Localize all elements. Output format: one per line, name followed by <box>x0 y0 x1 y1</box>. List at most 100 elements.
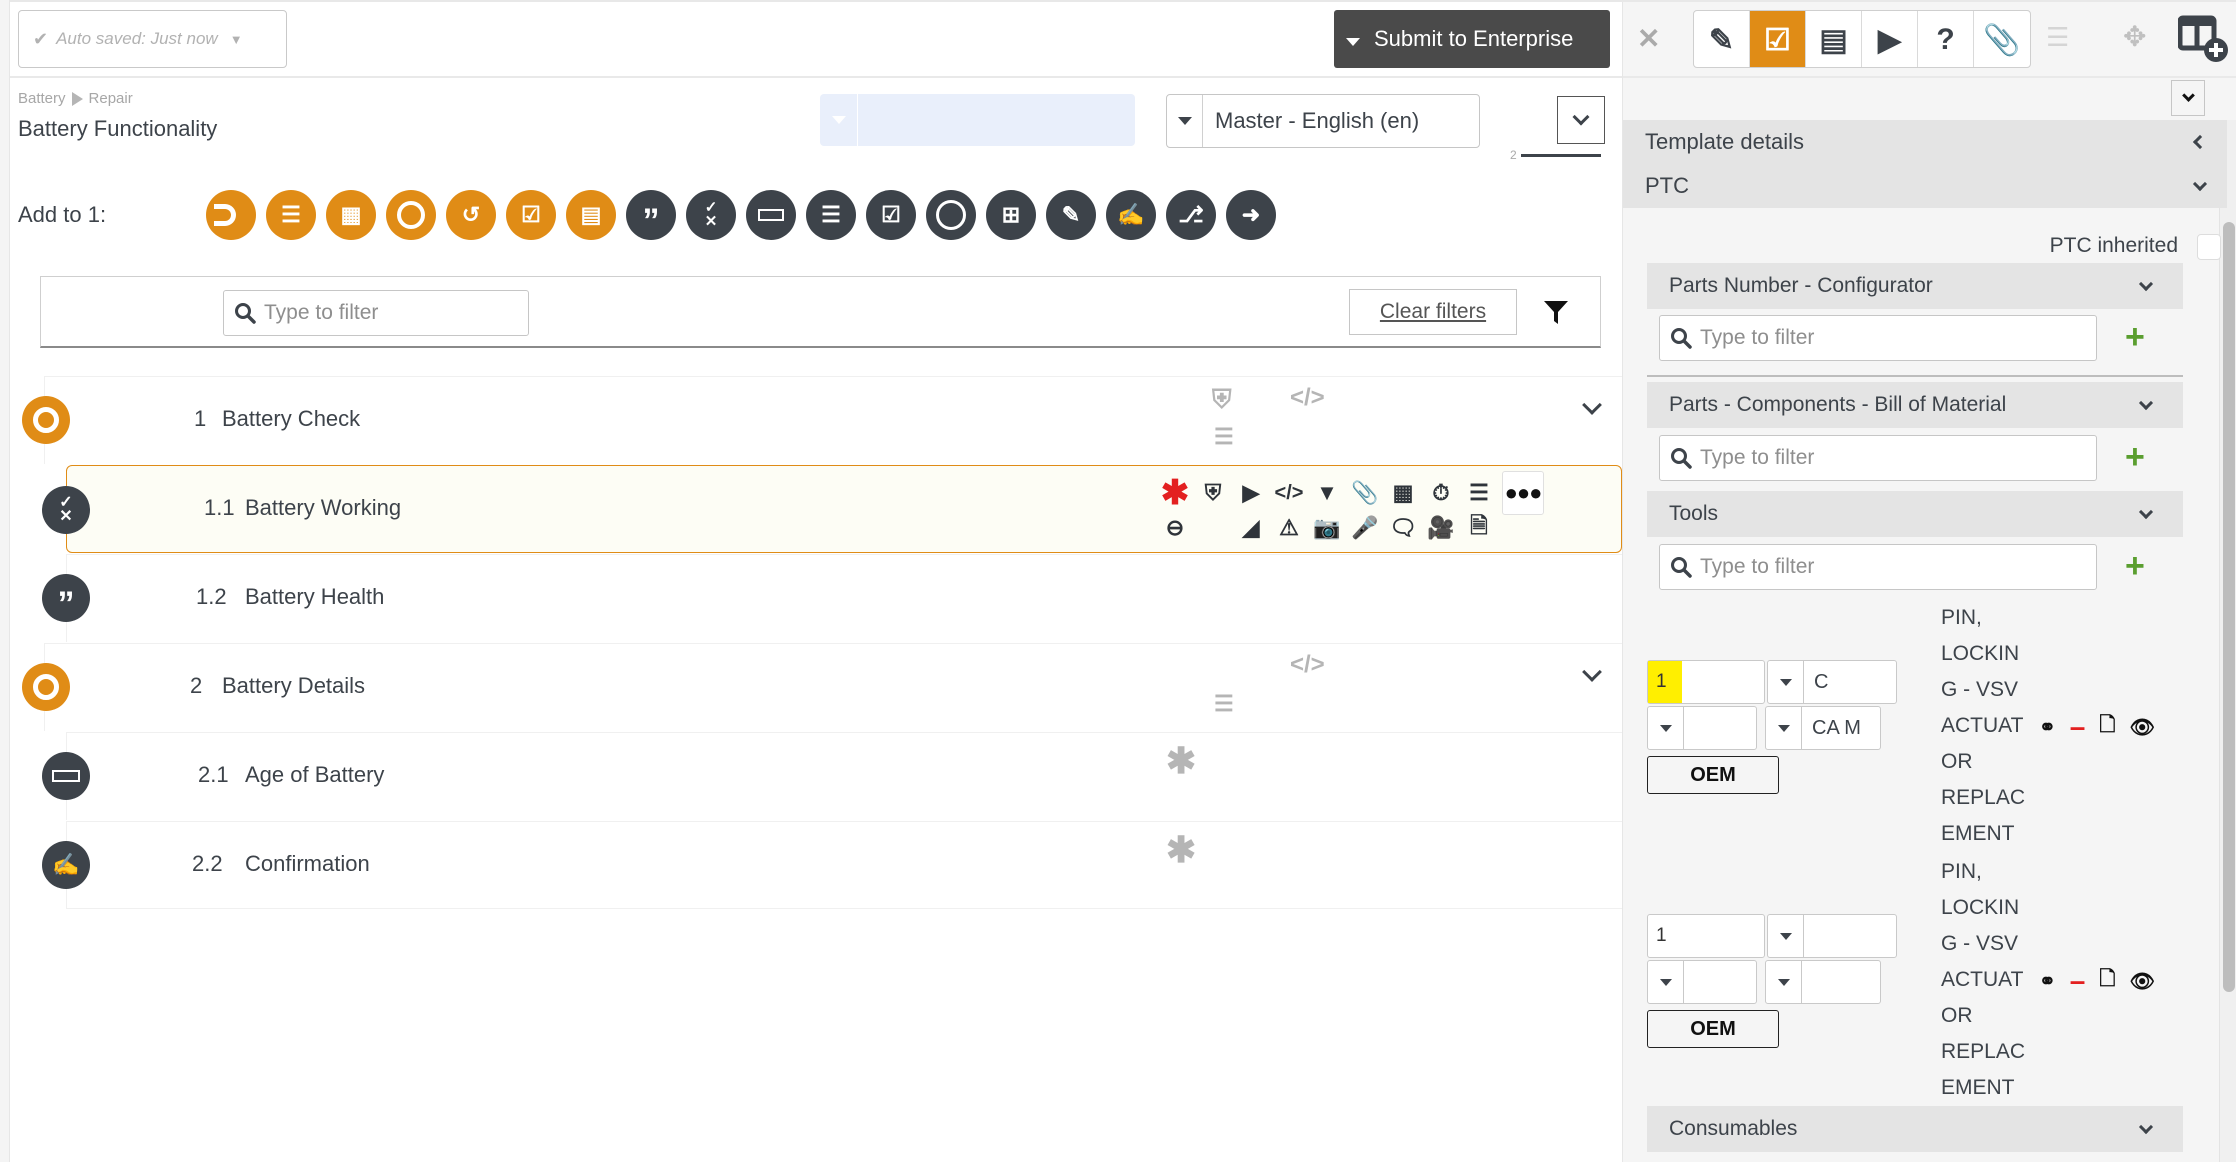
ptc-inherited-checkbox[interactable] <box>2197 234 2221 260</box>
tool-unit-toggle[interactable] <box>1768 661 1804 703</box>
paperclip-icon[interactable]: 📎 <box>1983 23 2021 57</box>
breadcrumb-parent[interactable]: Battery <box>18 90 66 107</box>
tool-unit-select[interactable] <box>1767 914 1897 958</box>
version-select[interactable] <box>820 94 1135 146</box>
warning-icon[interactable]: ⚠ <box>1279 515 1299 540</box>
expand-all-button[interactable] <box>1557 96 1605 144</box>
remove-icon[interactable]: – <box>2069 965 2086 996</box>
parts-number-filter[interactable] <box>1659 315 2097 361</box>
section-circle-icon[interactable] <box>386 190 436 240</box>
panel-dropdown-button[interactable] <box>2171 80 2205 116</box>
clear-filters-button[interactable]: Clear filters <box>1349 289 1517 335</box>
tags-icon[interactable]: ▶ <box>1242 480 1260 505</box>
add-tool-button[interactable]: + <box>2125 547 2145 585</box>
signature-icon[interactable]: ✍ <box>1106 190 1156 240</box>
microphone-icon[interactable]: 🎤 <box>1351 515 1379 540</box>
funnel-icon[interactable]: ▼ <box>1316 480 1338 505</box>
more-options-button[interactable]: ●●● <box>1502 471 1544 515</box>
play-icon[interactable]: ▶ <box>1862 11 1918 67</box>
oem-button[interactable]: OEM <box>1647 756 1779 794</box>
stopwatch-icon[interactable]: ⏱ <box>1432 480 1450 505</box>
language-select[interactable]: Master - English (en) <box>1166 94 1480 148</box>
toggle-link-icon[interactable]: ⚭ <box>2039 970 2056 993</box>
form-icon[interactable]: ▤ <box>1806 11 1862 67</box>
quote-icon[interactable]: ” <box>626 190 676 240</box>
add-column-icon[interactable] <box>2178 14 2230 66</box>
video-camera-icon[interactable]: 🎥 <box>1427 515 1455 540</box>
database-list-icon[interactable]: ☰ <box>1469 480 1489 505</box>
parts-components-filter-input[interactable] <box>1700 446 1940 470</box>
asterisk-icon[interactable]: ✱ <box>1166 740 1197 781</box>
checklist-icon[interactable]: ☰ <box>1214 424 1234 449</box>
tool-code-select[interactable]: CA M <box>1765 706 1881 750</box>
share-branch-icon[interactable]: ⎇ <box>1166 190 1216 240</box>
step-filter-input[interactable] <box>264 301 504 325</box>
numbered-list-icon[interactable]: ☰ <box>266 190 316 240</box>
tool-code-toggle[interactable] <box>1766 707 1802 749</box>
step-row[interactable]: 2 Battery Details </> ☰ <box>10 643 1622 732</box>
close-icon[interactable]: ✕ <box>1637 23 1661 54</box>
move-icon[interactable]: ✥ <box>2123 21 2147 52</box>
loop-icon[interactable]: ↺ <box>446 190 496 240</box>
pencil-ruler-icon[interactable]: ✎ <box>1046 190 1096 240</box>
ptc-header[interactable]: PTC <box>1623 164 2227 208</box>
tool-code-select[interactable] <box>1765 960 1881 1004</box>
id-card-icon[interactable]: 🗎 <box>1470 513 1488 538</box>
checkbox-icon[interactable]: ☑ <box>866 190 916 240</box>
step-row-selected[interactable]: ✓✕ 1.1 Battery Working ✱ ⛨ ▶ </> ▼ 📎 ▦ ⏱… <box>10 465 1622 554</box>
copy-icon[interactable]: 🗋 <box>2099 968 2116 990</box>
tool-type-select[interactable] <box>1647 706 1757 750</box>
slashes-icon[interactable]: ◢ <box>1242 515 1260 540</box>
edit-pencil-icon[interactable]: ✎ <box>1694 11 1750 67</box>
tool-type-toggle[interactable] <box>1648 961 1684 1003</box>
language-select-toggle[interactable] <box>1167 95 1203 147</box>
tools-filter-input[interactable] <box>1700 555 1940 579</box>
checklist-clipboard-icon[interactable]: ☑ <box>1750 11 1806 67</box>
shield-icon[interactable]: ⛨ <box>1204 480 1222 505</box>
comment-icon[interactable]: 🗨 <box>1389 515 1417 540</box>
eye-icon[interactable]: 👁 <box>2129 716 2155 739</box>
panel-scrollbar[interactable] <box>2223 222 2235 992</box>
minus-circle-icon[interactable]: ⊖ <box>1165 515 1185 540</box>
depth-slider[interactable] <box>1520 153 1601 157</box>
funnel-filter-icon[interactable] <box>1541 297 1571 327</box>
parts-number-filter-input[interactable] <box>1700 326 1940 350</box>
paperclip-icon[interactable]: 📎 <box>1351 480 1379 505</box>
consumables-header[interactable]: Consumables <box>1647 1106 2183 1152</box>
pass-fail-icon[interactable]: ✓✕ <box>686 190 736 240</box>
film-strip-icon[interactable]: ▤ <box>566 190 616 240</box>
tool-unit-toggle[interactable] <box>1768 915 1804 957</box>
depth-indicator[interactable]: 2 <box>1510 148 1601 162</box>
required-asterisk-icon[interactable]: ✱ <box>1160 474 1190 512</box>
table-grid-icon[interactable]: ▦ <box>326 190 376 240</box>
step-row[interactable]: ” 1.2 Battery Health <box>10 554 1622 643</box>
code-icon[interactable]: </> <box>1290 384 1325 411</box>
shield-icon[interactable]: ⛨ <box>1212 384 1232 414</box>
submit-to-enterprise-button[interactable]: Submit to Enterprise <box>1334 10 1610 68</box>
remove-icon[interactable]: – <box>2069 711 2086 742</box>
code-icon[interactable]: </> <box>1290 651 1325 678</box>
parts-components-header[interactable]: Parts - Components - Bill of Material <box>1647 382 2183 428</box>
calculator-icon[interactable]: ⊞ <box>986 190 1036 240</box>
tool-qty-input[interactable]: 1 <box>1647 914 1765 958</box>
toggle-link-icon[interactable]: ⚭ <box>2039 716 2056 739</box>
autosave-dropdown[interactable]: ✔ Auto saved: Just now ▼ <box>18 10 287 68</box>
parts-number-header[interactable]: Parts Number - Configurator <box>1647 263 2183 309</box>
add-parts-component-button[interactable]: + <box>2125 438 2145 476</box>
eye-icon[interactable]: 👁 <box>2129 970 2155 993</box>
step-row[interactable]: 2.1 Age of Battery ✱ <box>10 732 1622 821</box>
help-question-icon[interactable]: ? <box>1918 11 1974 67</box>
code-icon[interactable]: </> <box>1274 481 1304 504</box>
tool-code-toggle[interactable] <box>1766 961 1802 1003</box>
start-group-icon[interactable] <box>206 190 256 240</box>
grid-icon[interactable]: ▦ <box>1392 480 1414 505</box>
checklist-clipboard-icon[interactable]: ☑ <box>506 190 556 240</box>
multi-check-icon[interactable]: ☰ <box>806 190 856 240</box>
add-parts-number-button[interactable]: + <box>2125 318 2145 356</box>
camera-icon[interactable]: 📷 <box>1313 515 1341 540</box>
template-details-header[interactable]: Template details <box>1623 120 2227 164</box>
step-filter[interactable] <box>223 290 529 336</box>
step-row[interactable]: 1 Battery Check ⛨ </> ☰ <box>10 376 1622 465</box>
oem-button[interactable]: OEM <box>1647 1010 1779 1048</box>
clock-icon[interactable] <box>926 190 976 240</box>
